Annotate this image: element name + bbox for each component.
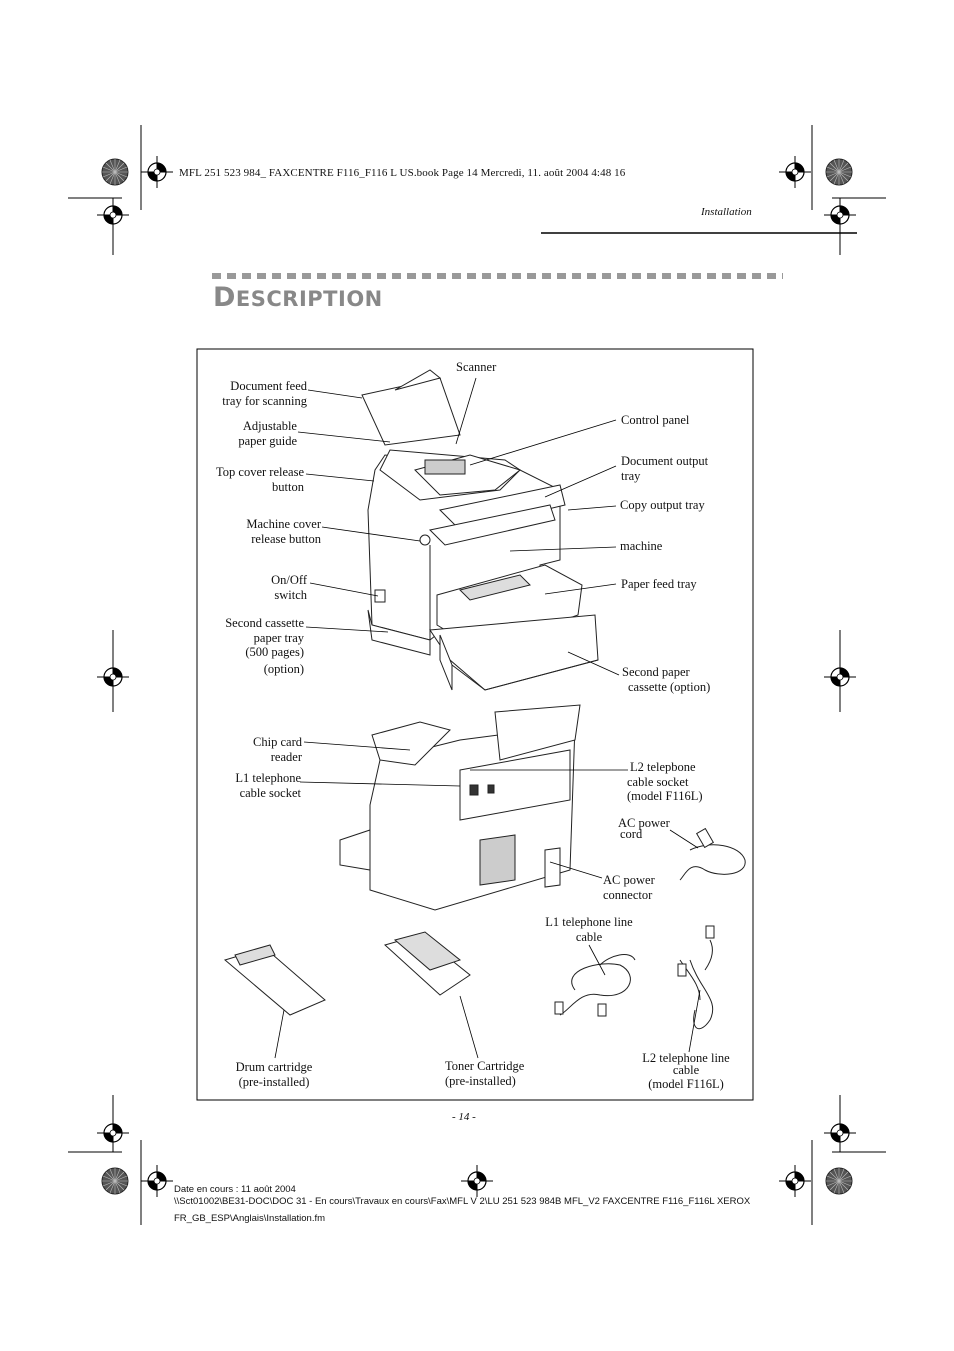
label-line: Chip card xyxy=(253,735,302,749)
footer-info: Date en cours : 11 août 2004 \\Sct01002\… xyxy=(174,1184,750,1225)
label-line: Machine cover xyxy=(246,517,321,531)
label-line: cable xyxy=(575,929,603,944)
label-machine-cover-release: Machine cover release button xyxy=(246,517,321,546)
label-l2-line-cable: L2 telephone line cable (model F116L) xyxy=(636,1051,736,1091)
label-line: (500 pages) xyxy=(245,645,304,659)
label-line: release button xyxy=(251,531,321,546)
label-line: Document output xyxy=(621,454,709,468)
label-top-cover-release: Top cover release button xyxy=(216,465,304,494)
label-chip-card-reader: Chip card reader xyxy=(253,735,302,764)
label-line: (pre-installed) xyxy=(238,1074,310,1089)
label-line: Second cassette xyxy=(225,616,304,630)
label-line: Top cover release xyxy=(216,465,304,479)
print-info: MFL 251 523 984_ FAXCENTRE F116_F116 L U… xyxy=(179,167,626,179)
label-line: cable socket xyxy=(239,785,301,800)
label-line: tray xyxy=(621,468,641,483)
label-line: reader xyxy=(270,749,302,764)
label-machine: machine xyxy=(620,539,663,553)
fax-rear-illustration xyxy=(339,704,581,911)
label-line: connector xyxy=(603,887,653,902)
label-line: cable xyxy=(672,1063,700,1077)
label-ac-power-cord: AC power cord xyxy=(618,816,670,841)
label-second-cassette-tray: Second cassette paper tray (500 pages) (… xyxy=(225,616,304,676)
label-line: Document feed xyxy=(230,379,307,393)
label-line: On/Off xyxy=(271,573,307,587)
label-second-paper-cassette: Second paper cassette (option) xyxy=(622,665,710,694)
label-line: Adjustable xyxy=(242,419,297,433)
label-line: L1 telephone xyxy=(235,771,301,785)
section-name: Installation xyxy=(701,206,752,218)
label-drum-cartridge: Drum cartridge (pre-installed) xyxy=(224,1060,324,1089)
label-line: cord xyxy=(620,827,643,841)
title-rest: ESCRIPTION xyxy=(235,287,383,311)
consumables-illustration xyxy=(223,827,746,1030)
label-document-feed-tray: Document feed tray for scanning xyxy=(222,379,307,408)
label-toner-cartridge: Toner Cartridge (pre-installed) xyxy=(445,1059,524,1088)
label-line: button xyxy=(272,479,304,494)
label-line: paper guide xyxy=(238,433,297,448)
label-line: (model F116L) xyxy=(648,1077,724,1091)
leader-lines xyxy=(274,377,701,1059)
label-copy-output-tray: Copy output tray xyxy=(620,498,705,512)
label-line: switch xyxy=(274,587,307,602)
label-line: cable socket xyxy=(627,774,689,789)
label-line: L2 telepbone xyxy=(630,760,696,774)
label-l1-line-cable: L1 telephone line cable xyxy=(539,915,639,944)
label-l1-socket: L1 telephone cable socket xyxy=(235,771,301,800)
label-scanner: Scanner xyxy=(456,360,497,374)
label-paper-feed-tray: Paper feed tray xyxy=(621,577,697,591)
footer-file: FR_GB_ESP\Anglais\Installation.fm xyxy=(174,1213,326,1224)
page-title: DESCRIPTION xyxy=(213,282,383,313)
label-line: (option) xyxy=(263,661,304,676)
fax-machine-illustration xyxy=(361,369,599,691)
label-line: AC power xyxy=(618,816,670,830)
label-line: L2 telephone line xyxy=(642,1051,730,1065)
label-line: Second paper xyxy=(622,665,690,679)
label-line: paper tray xyxy=(253,630,304,645)
label-line: Drum cartridge xyxy=(235,1060,313,1074)
figure-frame xyxy=(196,348,754,1101)
label-line: Toner Cartridge xyxy=(445,1059,525,1073)
label-line: AC power xyxy=(603,873,655,887)
label-line: (model F116L) xyxy=(627,789,703,803)
label-line: tray for scanning xyxy=(222,393,307,408)
page-number: - 14 - xyxy=(452,1111,476,1123)
label-l2-socket: L2 telepbone cable socket (model F116L) xyxy=(627,760,703,804)
label-ac-power-connector: AC power connector xyxy=(603,873,655,902)
title-initial: D xyxy=(213,282,236,313)
label-line: (pre-installed) xyxy=(445,1073,516,1088)
label-line: L1 telephone line xyxy=(545,915,633,929)
footer-path: \\Sct01002\BE31-DOC\DOC 31 - En cours\Tr… xyxy=(174,1196,751,1207)
label-adjustable-paper-guide: Adjustable paper guide xyxy=(238,419,297,448)
label-line: cassette (option) xyxy=(628,679,711,694)
footer-date: Date en cours : 11 août 2004 xyxy=(174,1184,296,1195)
label-document-output-tray: Document output tray xyxy=(621,454,708,483)
label-control-panel: Control panel xyxy=(621,413,690,427)
label-onoff-switch: On/Off switch xyxy=(271,573,307,602)
